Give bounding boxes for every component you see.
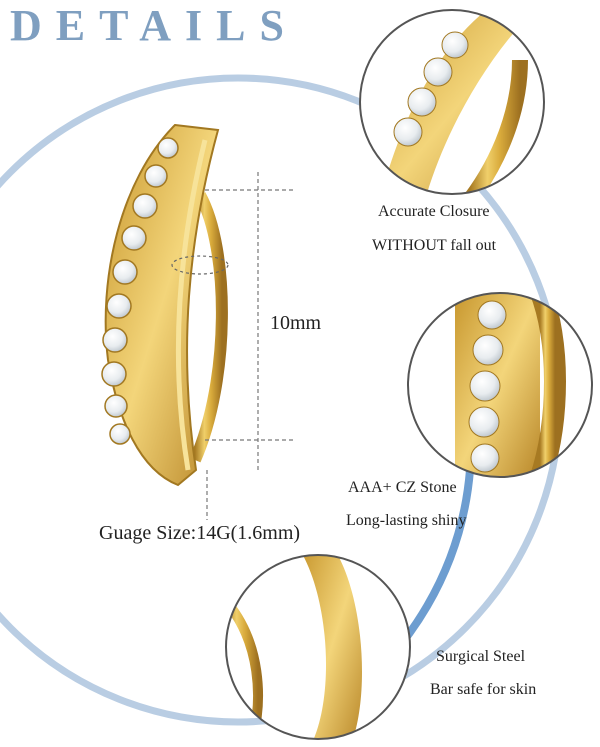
- ring-bar: [189, 192, 228, 463]
- detail-circle-stone: [407, 292, 593, 478]
- callout-closure-line2: WITHOUT fall out: [372, 237, 497, 254]
- callout-steel-line1: Surgical Steel: [436, 648, 526, 665]
- gauge-label: Guage Size:14G(1.6mm): [99, 522, 301, 544]
- callout-stone-line2: Long-lasting shiny: [346, 512, 467, 529]
- gauge-marker: [171, 255, 229, 275]
- details-title: DETAILS: [10, 1, 298, 50]
- detail-circle-steel: [225, 554, 411, 740]
- dimension-label: 10mm: [270, 312, 322, 334]
- dimension-lines: [205, 172, 295, 520]
- callout-stone-line1: AAA+ CZ Stone: [348, 479, 457, 496]
- callout-steel-line2: Bar safe for skin: [430, 681, 537, 698]
- detail-circle-closure: [359, 9, 545, 195]
- ring-highlight: [175, 139, 208, 471]
- callout-closure-line1: Accurate Closure: [378, 203, 490, 220]
- gem-row: [101, 137, 179, 445]
